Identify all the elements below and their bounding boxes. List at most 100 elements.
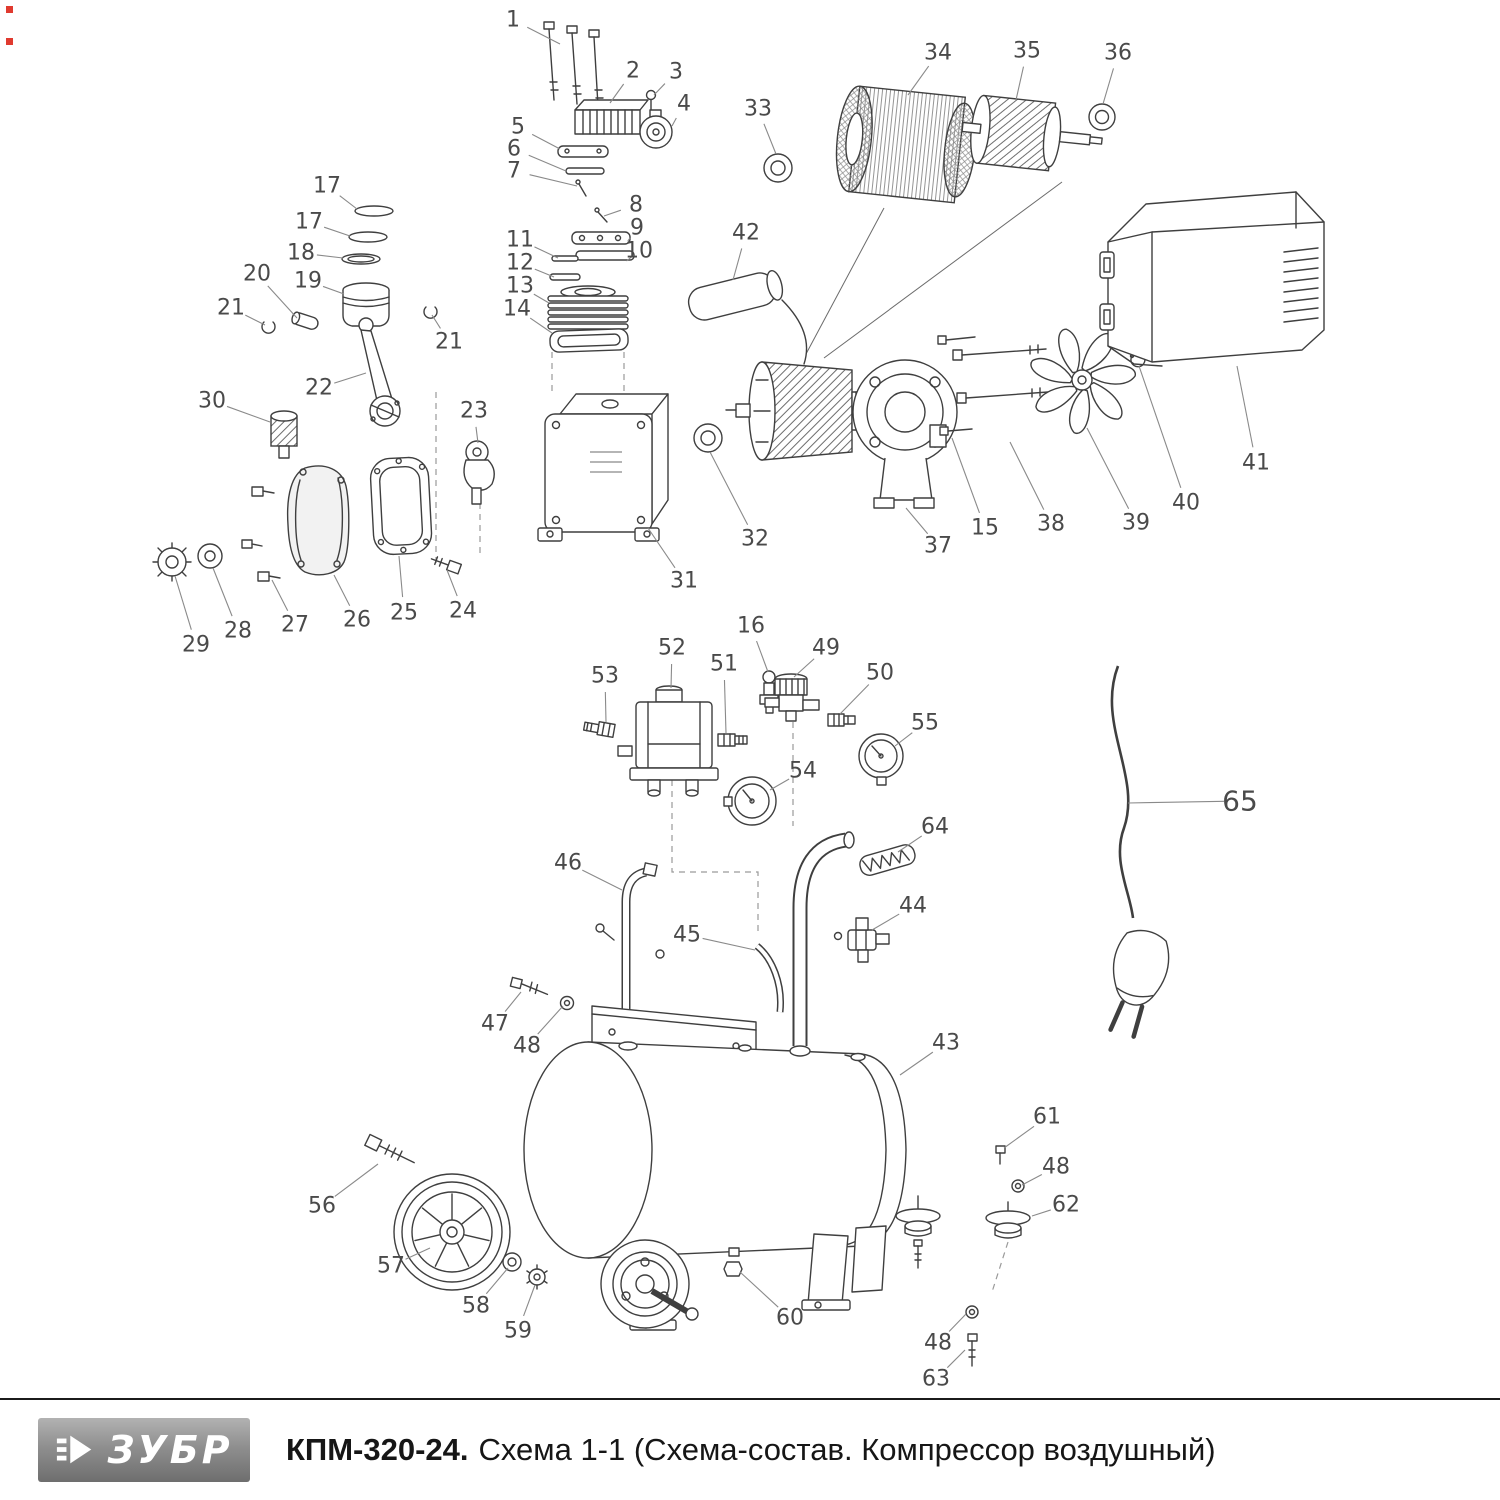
callout-16: 16 <box>737 614 765 639</box>
washer-48b-drawing <box>1011 1179 1025 1193</box>
callout-leader-41 <box>1236 365 1254 448</box>
callout-leader-23 <box>475 426 479 444</box>
callout-leader-3 <box>653 83 666 96</box>
callout-leader-11 <box>534 246 559 259</box>
callout-31: 31 <box>670 569 698 594</box>
rubber-feet-drawing <box>895 1195 1031 1269</box>
fitting-51-drawing <box>717 733 748 747</box>
spring-hose-drawing <box>859 844 916 876</box>
callout-3: 3 <box>669 60 683 85</box>
callout-leader-34 <box>907 65 930 96</box>
callout-9: 9 <box>630 216 644 241</box>
callout-leader-27 <box>271 579 289 612</box>
callout-leader-57 <box>405 1247 431 1260</box>
callout-39: 39 <box>1122 511 1150 536</box>
callout-48: 48 <box>924 1331 952 1356</box>
gauge-54-drawing <box>723 776 777 826</box>
callout-17: 17 <box>313 174 341 199</box>
callout-56: 56 <box>308 1194 336 1219</box>
wheel-washer-drawing <box>502 1252 522 1272</box>
end-bracket-drawing <box>852 359 958 509</box>
callout-leader-39 <box>1086 427 1130 510</box>
callout-leader-61 <box>1003 1125 1035 1149</box>
cover-bolt-drawing <box>430 556 463 575</box>
callout-leader-53 <box>604 691 607 723</box>
callout-leader-48 <box>537 1005 564 1035</box>
power-cable-drawing <box>1108 665 1170 1039</box>
eccentric-drawing <box>463 440 495 505</box>
callout-38: 38 <box>1037 512 1065 537</box>
callout-leader-16 <box>756 640 769 673</box>
callout-5: 5 <box>511 115 525 140</box>
callout-leader-22 <box>334 372 367 384</box>
callout-12: 12 <box>506 251 534 276</box>
callout-leader-20 <box>267 285 298 319</box>
callout-29: 29 <box>182 633 210 658</box>
callout-leader-15 <box>951 437 981 514</box>
callout-leader-59 <box>523 1284 536 1317</box>
callout-33: 33 <box>744 97 772 122</box>
stator-drawing <box>835 85 977 204</box>
callout-48: 48 <box>1042 1155 1070 1180</box>
oil-plug-washer-drawing <box>197 543 223 569</box>
bearing-32-drawing <box>693 423 723 453</box>
callout-leader-36 <box>1102 68 1115 105</box>
callout-leader-26 <box>333 574 351 607</box>
callout-52: 52 <box>658 636 686 661</box>
callout-leader-63 <box>946 1349 966 1369</box>
breather-drawing <box>270 410 298 459</box>
callout-22: 22 <box>305 376 333 401</box>
scheme-title: КПМ-320-24.Схема 1-1 (Схема-состав. Комп… <box>286 1432 1216 1468</box>
foot-screw-63-drawing <box>967 1333 978 1367</box>
bracket-bolt-47-drawing <box>509 976 549 996</box>
tank-drawing <box>523 1041 907 1259</box>
callout-leader-64 <box>897 835 923 853</box>
piston-pin-drawing <box>291 311 319 330</box>
callout-leader-5 <box>531 133 561 150</box>
callout-leader-51 <box>723 679 727 734</box>
callout-leader-58 <box>485 1267 509 1295</box>
oil-plug-drawing <box>152 542 192 582</box>
callout-58: 58 <box>462 1294 490 1319</box>
callout-45: 45 <box>673 923 701 948</box>
scan-artifact-dot <box>6 38 13 45</box>
callout-leader-62 <box>1031 1209 1051 1217</box>
callout-13: 13 <box>506 274 534 299</box>
callout-leader-55 <box>894 732 913 747</box>
head-bolts-drawing <box>543 21 604 107</box>
callout-leader-1 <box>526 26 561 45</box>
callout-34: 34 <box>924 41 952 66</box>
callout-26: 26 <box>343 608 371 633</box>
callout-41: 41 <box>1242 451 1270 476</box>
pressure-switch-drawing <box>617 685 719 797</box>
callout-25: 25 <box>390 601 418 626</box>
callout-44: 44 <box>899 894 927 919</box>
connecting-rod-drawing <box>358 317 401 427</box>
cover-gasket-drawing <box>369 456 433 556</box>
crankcase-drawing <box>537 393 669 542</box>
callout-leader-48 <box>1021 1174 1043 1186</box>
callout-11: 11 <box>506 228 534 253</box>
callout-leader-14 <box>529 317 553 334</box>
diagram-canvas: 1234567891011121314171718192021212223302… <box>152 8 1325 1392</box>
callout-leader-24 <box>446 569 458 597</box>
callout-leader-8 <box>603 209 622 217</box>
callout-60: 60 <box>776 1306 804 1331</box>
callout-leader-60 <box>739 1271 779 1308</box>
callout-leader-46 <box>582 869 623 891</box>
check-valve-drawing <box>833 917 890 963</box>
callout-leader-54 <box>769 778 790 791</box>
callout-48: 48 <box>513 1034 541 1059</box>
fitting-50-drawing <box>827 713 856 727</box>
assembly-lines <box>805 181 1063 359</box>
callout-leader-21 <box>431 314 441 329</box>
callout-65: 65 <box>1222 785 1258 818</box>
callout-28: 28 <box>224 619 252 644</box>
callout-leader-29 <box>174 575 192 630</box>
motor-bolts-drawing <box>937 335 1049 436</box>
callout-leader-13 <box>533 293 550 304</box>
footer-bar: ЗУБР КПМ-320-24.Схема 1-1 (Схема-состав.… <box>0 1398 1500 1500</box>
